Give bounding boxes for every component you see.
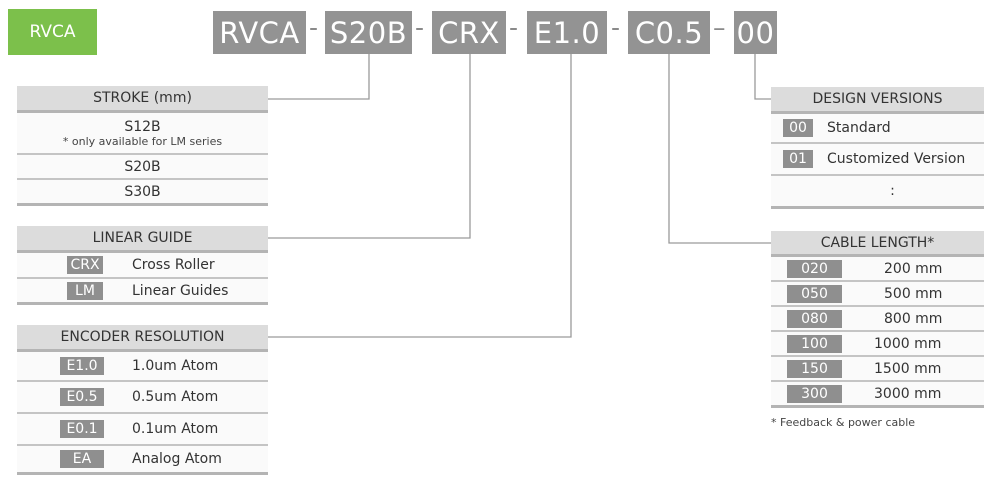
stroke-note: * only available for LM series: [62, 134, 223, 148]
cable-label: 200 mm: [884, 260, 943, 277]
pn-segment-stroke: S20B: [325, 11, 412, 54]
pn-segment-guide: CRX: [432, 11, 506, 54]
encoder-label: 1.0um Atom: [132, 358, 219, 374]
stroke-value: S30B: [124, 183, 161, 200]
pn-separator: -: [309, 13, 319, 42]
encoder-code: EA: [60, 450, 104, 468]
pn-separator: -: [415, 13, 425, 42]
design-label: Customized Version: [827, 151, 966, 167]
guide-code: CRX: [67, 256, 103, 274]
encoder-code: E1.0: [60, 357, 104, 375]
design-code: 01: [783, 150, 813, 168]
encoder-table-header: ENCODER RESOLUTION: [17, 325, 268, 352]
cable-code: 150: [787, 359, 842, 378]
linear-guide-table-header: LINEAR GUIDE: [17, 226, 268, 253]
table-row: 020 200 mm: [771, 257, 984, 282]
connector-cable: [668, 54, 771, 244]
cable-label: 1500 mm: [874, 360, 942, 377]
connector-design: [754, 54, 771, 100]
stroke-table-header: STROKE (mm): [17, 86, 268, 113]
table-row: CRX Cross Roller: [17, 253, 268, 279]
connector-linear-guide: [268, 54, 471, 239]
table-row: EA Analog Atom: [17, 446, 268, 475]
cable-footnote: * Feedback & power cable: [771, 416, 916, 429]
connector-encoder: [268, 54, 572, 338]
pn-separator: -: [611, 13, 621, 42]
pn-separator: -: [509, 13, 519, 42]
stroke-value: S12B: [124, 118, 161, 135]
linear-guide-table: LINEAR GUIDE CRX Cross Roller LM Linear …: [17, 226, 268, 305]
connector-stroke: [268, 54, 370, 100]
stroke-value: S20B: [124, 158, 161, 175]
stroke-table: STROKE (mm) S12B * only available for LM…: [17, 86, 268, 206]
encoder-label: Analog Atom: [132, 451, 222, 467]
table-row: 050 500 mm: [771, 282, 984, 307]
cable-label: 1000 mm: [874, 335, 942, 352]
table-row: S30B: [17, 180, 268, 206]
table-row: :: [771, 176, 984, 209]
cable-code: 020: [787, 259, 842, 278]
pn-segment-cable: C0.5: [628, 11, 710, 54]
cable-code: 100: [787, 334, 842, 353]
cable-label: 3000 mm: [874, 385, 942, 402]
design-versions-table-header: DESIGN VERSIONS: [771, 87, 984, 114]
product-badge: RVCA: [8, 9, 97, 55]
cable-label: 800 mm: [884, 310, 943, 327]
cable-code: 050: [787, 284, 842, 303]
encoder-table: ENCODER RESOLUTION E1.0 1.0um Atom E0.5 …: [17, 325, 268, 475]
design-label: Standard: [827, 120, 891, 136]
table-row: 080 800 mm: [771, 307, 984, 332]
encoder-code: E0.1: [60, 420, 104, 438]
guide-code: LM: [67, 281, 103, 300]
design-code: 00: [783, 119, 813, 137]
encoder-label: 0.1um Atom: [132, 421, 219, 437]
cable-label: 500 mm: [884, 285, 943, 302]
table-row: E1.0 1.0um Atom: [17, 352, 268, 382]
pn-segment-series: RVCA: [213, 11, 306, 54]
pn-segment-encoder: E1.0: [527, 11, 607, 54]
pn-segment-version: 00: [734, 11, 777, 54]
cable-code: 080: [787, 309, 842, 328]
table-row: E0.1 0.1um Atom: [17, 414, 268, 446]
design-ellipsis: :: [890, 183, 895, 199]
cable-code: 300: [787, 384, 842, 403]
design-versions-table: DESIGN VERSIONS 00 Standard 01 Customize…: [771, 87, 984, 209]
cable-length-table-header: CABLE LENGTH*: [771, 231, 984, 257]
encoder-code: E0.5: [60, 388, 104, 406]
table-row: 150 1500 mm: [771, 357, 984, 382]
table-row: S20B: [17, 155, 268, 180]
table-row: 300 3000 mm: [771, 382, 984, 408]
table-row: 100 1000 mm: [771, 332, 984, 357]
guide-label: Cross Roller: [132, 257, 215, 273]
encoder-label: 0.5um Atom: [132, 389, 219, 405]
table-row: LM Linear Guides: [17, 279, 268, 305]
pn-separator-dash: –: [713, 13, 726, 42]
table-row: 00 Standard: [771, 114, 984, 144]
table-row: E0.5 0.5um Atom: [17, 382, 268, 414]
table-row: S12B * only available for LM series: [17, 113, 268, 155]
cable-length-table: CABLE LENGTH* 020 200 mm 050 500 mm 080 …: [771, 231, 984, 408]
table-row: 01 Customized Version: [771, 144, 984, 176]
guide-label: Linear Guides: [132, 282, 229, 299]
